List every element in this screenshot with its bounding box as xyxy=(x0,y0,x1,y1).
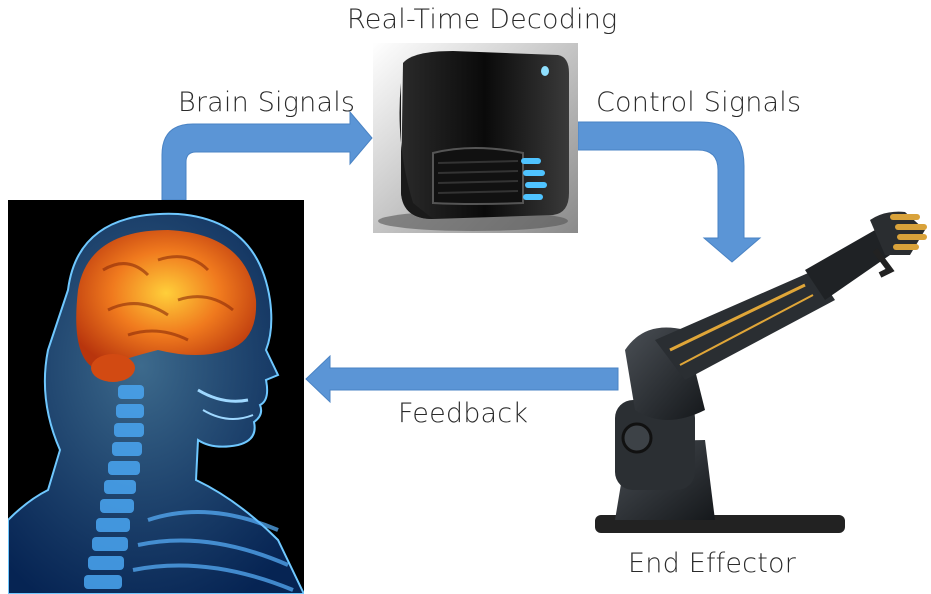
brain-signals-label: Brain Signals xyxy=(178,87,356,118)
robotic-arm-image xyxy=(585,200,931,546)
real-time-decoding-label: Real-Time Decoding xyxy=(347,4,618,35)
control-signals-arrow xyxy=(577,121,762,263)
computer-case-image xyxy=(373,43,578,233)
brain-xray-image xyxy=(8,200,304,594)
brain-signals-arrow xyxy=(161,110,373,201)
end-effector-label: End Effector xyxy=(628,548,797,579)
feedback-arrow xyxy=(305,354,619,404)
control-signals-label: Control Signals xyxy=(596,87,802,118)
feedback-label: Feedback xyxy=(398,398,529,429)
